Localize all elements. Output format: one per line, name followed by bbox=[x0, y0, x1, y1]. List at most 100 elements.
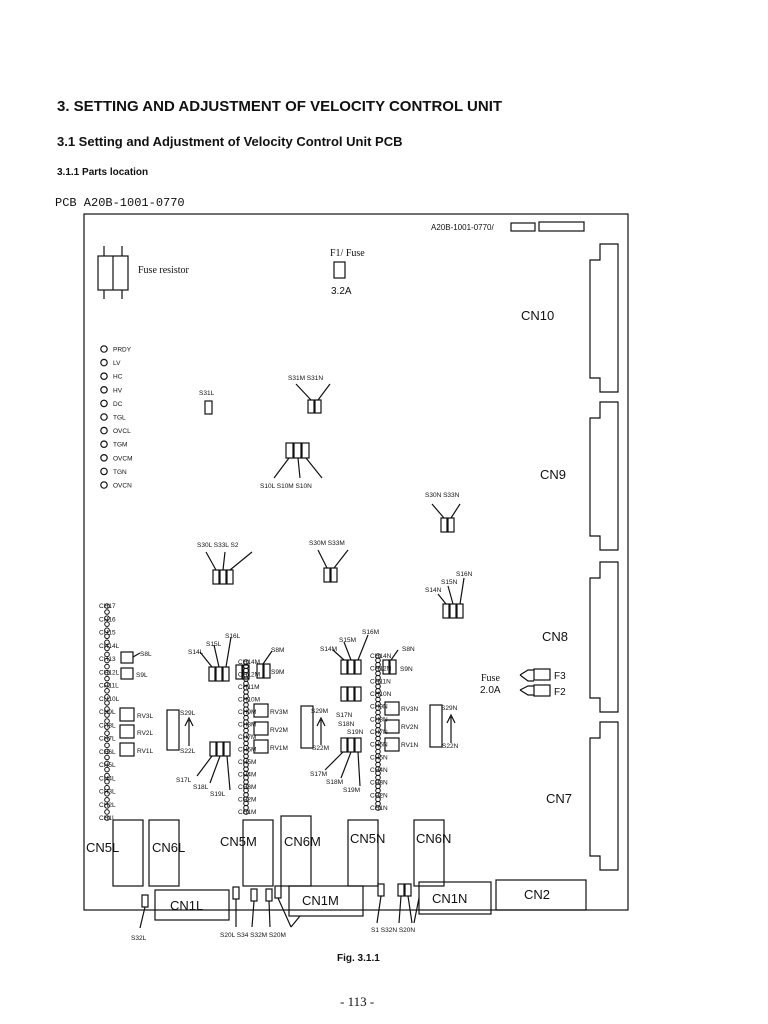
check-pin-label: CH2M bbox=[238, 797, 256, 804]
check-pin-ring bbox=[104, 651, 110, 658]
s16m-label: S16M bbox=[362, 629, 379, 636]
check-pin-label: CH13 bbox=[99, 656, 116, 663]
check-pin-label: CH2L bbox=[99, 802, 116, 809]
cn5m-label: CN5M bbox=[220, 834, 257, 849]
part-number-label: A20B-1001-0770/ bbox=[431, 223, 494, 232]
check-pin-label: CH1M bbox=[238, 809, 256, 816]
cn10-outline bbox=[589, 243, 619, 393]
s22m-label: S22M bbox=[312, 745, 329, 752]
check-pin-label: CH16 bbox=[99, 616, 116, 623]
cn9-label: CN9 bbox=[540, 467, 566, 482]
rv2l-label: RV2L bbox=[137, 730, 154, 737]
check-pin-ring bbox=[104, 688, 110, 694]
check-pin-ring bbox=[104, 639, 110, 646]
cn10-label: CN10 bbox=[521, 308, 554, 323]
cn5l-label: CN5L bbox=[86, 840, 119, 855]
check-pin-ring bbox=[104, 621, 110, 627]
cn7-outline bbox=[589, 721, 619, 871]
page-number: - 113 - bbox=[340, 994, 375, 1009]
check-pin-ring bbox=[375, 805, 381, 811]
cn6l-label: CN6L bbox=[152, 840, 185, 855]
s22n-label: S22N bbox=[442, 743, 459, 750]
cn8-outline bbox=[589, 561, 619, 713]
check-pin-label: CH8N bbox=[370, 716, 388, 723]
check-pin-ring bbox=[104, 603, 110, 609]
check-pin-ring bbox=[104, 778, 110, 785]
s18l-label: S18L bbox=[193, 784, 209, 791]
led-dc-icon bbox=[100, 399, 108, 408]
s19l-label: S19L bbox=[210, 791, 226, 798]
check-pin-label: CH8M bbox=[238, 722, 256, 729]
s18m-label: S18M bbox=[326, 779, 343, 786]
f3-label: F3 bbox=[554, 671, 566, 682]
check-pin-label: CH9M bbox=[238, 709, 256, 716]
check-pin-ring bbox=[104, 790, 110, 797]
s22l-label: S22L bbox=[180, 748, 196, 755]
check-pin-label: CH4M bbox=[238, 772, 256, 779]
cn7-label: CN7 bbox=[546, 791, 572, 806]
check-pin-label: CH15 bbox=[99, 630, 116, 637]
figure-caption: Fig. 3.1.1 bbox=[337, 953, 380, 964]
rv3l-label: RV3L bbox=[137, 713, 154, 720]
check-pin-label: CH4L bbox=[99, 775, 116, 782]
check-pin-ring bbox=[104, 748, 110, 755]
led-label: DC bbox=[113, 401, 123, 408]
check-pin-label: CH12M bbox=[238, 672, 260, 679]
s19n-label: S19N bbox=[347, 729, 364, 736]
cn5n-label: CN5N bbox=[350, 831, 385, 846]
s29l-label: S29L bbox=[180, 710, 196, 717]
rv1n-label: RV1N bbox=[401, 742, 419, 749]
cn6m-label: CN6M bbox=[284, 834, 321, 849]
fuse-f3 bbox=[533, 668, 551, 681]
check-pin-ring bbox=[104, 803, 110, 809]
rv1m-label: RV1M bbox=[270, 745, 288, 752]
cn6n-label: CN6N bbox=[416, 831, 451, 846]
cn5l-outline bbox=[112, 819, 144, 887]
check-pin-label: CH10N bbox=[370, 691, 392, 698]
check-pin-label: CH6M bbox=[238, 747, 256, 754]
check-pin-label: CH11M bbox=[238, 684, 260, 691]
s16n-label: S16N bbox=[456, 571, 473, 578]
s8l-label: S8L bbox=[140, 651, 152, 658]
check-pin-ring bbox=[104, 633, 110, 640]
check-pin-ring bbox=[243, 809, 249, 815]
led-label: TGN bbox=[113, 469, 127, 476]
check-pin-label: CH14L bbox=[99, 643, 120, 650]
check-pin-label: CH11L bbox=[99, 683, 119, 690]
check-pin-ring bbox=[104, 706, 110, 712]
led-tgl-icon bbox=[100, 413, 108, 421]
check-pin-label: CH12N bbox=[370, 666, 392, 673]
check-pin-label: CH5M bbox=[238, 759, 256, 766]
s10-label: S10L S10M S10N bbox=[260, 483, 312, 490]
cn1m-label: CN1M bbox=[302, 893, 339, 908]
led-prdy-icon bbox=[100, 345, 108, 353]
check-pin-ring bbox=[104, 663, 110, 670]
check-pin-label: CH3L bbox=[99, 789, 116, 796]
fuse-f2 bbox=[533, 684, 551, 697]
led-tgn-icon bbox=[100, 467, 108, 476]
led-hc-icon bbox=[100, 372, 108, 381]
s31m-s31n-label: S31M S31N bbox=[288, 375, 323, 382]
s15n-label: S15N bbox=[441, 579, 458, 586]
section-heading: 3. SETTING AND ADJUSTMENT OF VELOCITY CO… bbox=[57, 98, 503, 115]
check-pin-ring bbox=[104, 681, 110, 688]
cn8-label: CN8 bbox=[542, 629, 568, 644]
s8n-label: S8N bbox=[402, 646, 415, 653]
fuse-f1-rating: 3.2A bbox=[331, 286, 352, 297]
check-pin-ring bbox=[104, 694, 110, 700]
check-pin-label: CH5N bbox=[370, 754, 388, 761]
cn2-outline bbox=[495, 879, 587, 911]
check-pin-label: CH4N bbox=[370, 767, 388, 774]
s29m-label: S29M bbox=[311, 708, 328, 715]
check-pin-ring bbox=[104, 657, 110, 664]
s30l-s33l-s2-label: S30L S33L S2 bbox=[197, 542, 239, 549]
check-pin-ring bbox=[104, 815, 110, 821]
check-pin-ring bbox=[104, 669, 110, 676]
check-pin-label: CH6L bbox=[99, 749, 116, 756]
rv2m-label: RV2M bbox=[270, 727, 288, 734]
rv3n-label: RV3N bbox=[401, 706, 419, 713]
check-pin-ring bbox=[104, 675, 110, 682]
led-ovcl-icon bbox=[100, 426, 108, 435]
cn5m-outline bbox=[242, 819, 274, 887]
s32l-label: S32L bbox=[131, 935, 147, 942]
